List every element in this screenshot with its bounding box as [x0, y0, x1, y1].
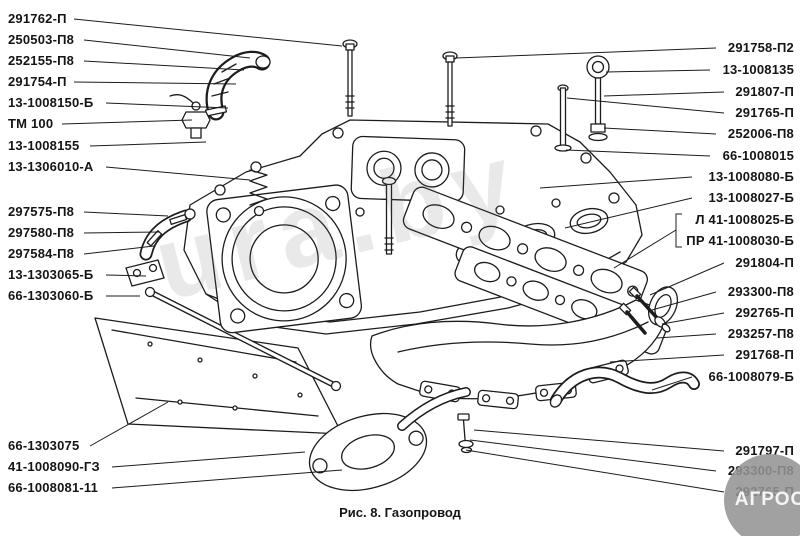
part-label-left-1: 250503-П8	[8, 32, 75, 47]
bracket-drawing	[125, 259, 165, 287]
part-label-right-1: 13-1008135	[722, 62, 794, 77]
part-label-right-0: 291758-П2	[727, 40, 794, 55]
brace-rod-drawing	[144, 286, 342, 392]
part-label-left-3: 291754-П	[8, 74, 67, 89]
flange-neck-drawing	[397, 387, 471, 431]
part-label-right-2: 291807-П	[735, 84, 794, 99]
part-label-left-11: 13-1303065-Б	[8, 267, 94, 282]
part-label-left-5: ТМ 100	[8, 116, 54, 131]
part-label-right-3: 291765-П	[735, 105, 794, 120]
part-label-right-17: 293300-П8	[727, 463, 794, 478]
part-label-right-12: 292765-П	[735, 305, 794, 320]
part-label-right-13: 293257-П8	[727, 326, 794, 341]
part-label-left-14: 41-1008090-ГЗ	[8, 459, 100, 474]
heat-shield-drawing	[94, 317, 343, 435]
valve-spring-drawing	[249, 169, 268, 217]
part-label-left-15: 66-1008081-11	[8, 480, 99, 495]
part-label-right-10: 291804-П	[735, 255, 794, 270]
part-label-right-14: 291768-П	[735, 347, 794, 362]
carburetor-flange-drawing	[206, 184, 363, 334]
gasket-upper-drawing	[402, 186, 648, 314]
flange-bolt-drawing	[457, 413, 474, 454]
outlet-flange-drawing	[308, 412, 428, 492]
part-label-right-16: 291797-П	[735, 443, 794, 458]
center-bolt-drawing	[381, 176, 397, 255]
stud-drawing	[554, 84, 572, 152]
part-label-left-13: 66-1303075	[8, 438, 80, 453]
part-label-left-9: 297580-П8	[8, 225, 75, 240]
part-label-right-8: Л 41-1008025-Б	[695, 212, 794, 227]
part-label-left-0: 291762-П	[8, 11, 67, 26]
air-hose-elbow-drawing	[204, 50, 271, 121]
top-plate-drawing	[350, 135, 466, 203]
part-label-left-4: 13-1008150-Б	[8, 95, 94, 110]
manifold-bolts-drawing	[618, 286, 671, 335]
leader-lines	[61, 18, 725, 493]
part-label-right-9: ПР 41-1008030-Б	[686, 233, 794, 248]
part-label-left-10: 297584-П8	[8, 246, 75, 261]
part-label-left-12: 66-1303060-Б	[8, 288, 94, 303]
part-label-left-7: 13-1306010-А	[8, 159, 94, 174]
long-bolt-2-drawing	[442, 51, 458, 127]
part-label-right-11: 293300-П8	[727, 284, 794, 299]
long-bolt-1-drawing	[342, 39, 358, 117]
part-label-left-2: 252155-П8	[8, 53, 75, 68]
part-label-right-4: 252006-П8	[727, 126, 794, 141]
part-label-left-6: 13-1008155	[8, 138, 80, 153]
part-label-right-15: 66-1008079-Б	[708, 369, 794, 384]
part-label-left-8: 297575-П8	[8, 204, 75, 219]
part-label-right-5: 66-1008015	[722, 148, 794, 163]
temp-sensor-drawing	[169, 94, 211, 139]
figure-caption: Рис. 8. Газопровод	[339, 505, 461, 520]
heater-pipe-drawing	[549, 366, 700, 408]
part-label-right-6: 13-1008080-Б	[708, 169, 794, 184]
vent-hose-drawing	[139, 208, 196, 261]
part-label-right-18: 292765-П	[735, 484, 794, 499]
part-label-right-7: 13-1008027-Б	[708, 190, 794, 205]
